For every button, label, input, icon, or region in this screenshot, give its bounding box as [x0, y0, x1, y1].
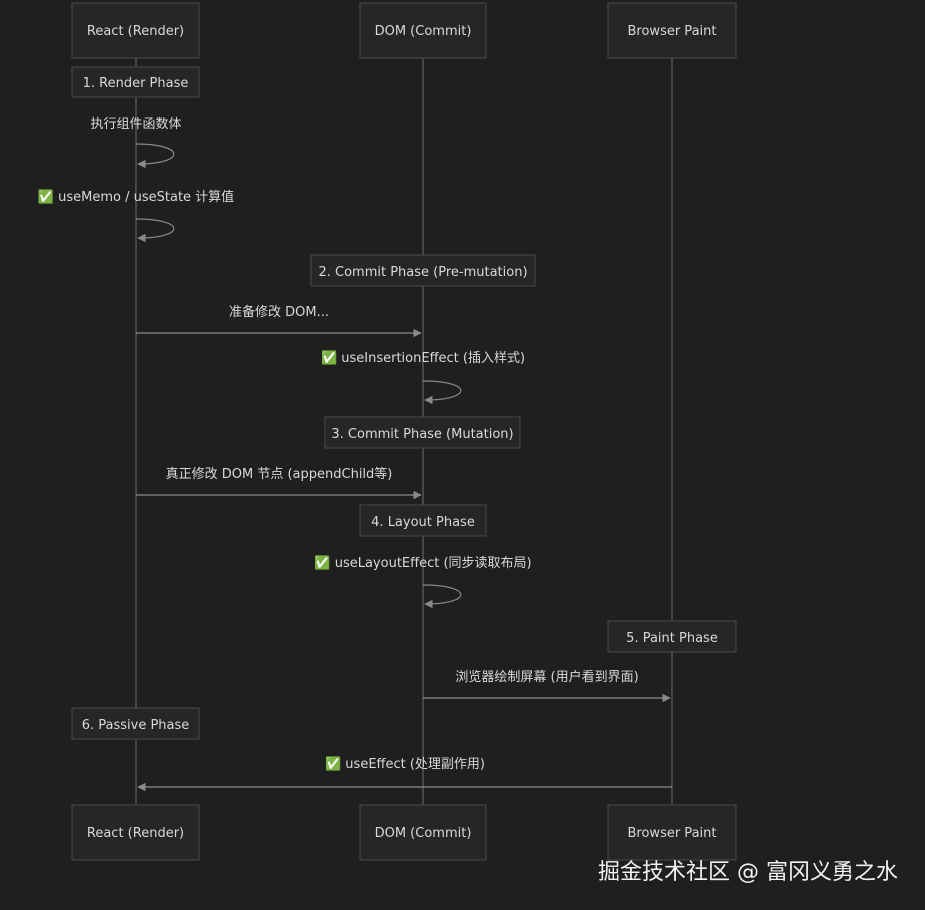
note-layout-phase: 4. Layout Phase [359, 504, 487, 537]
participant-label: Browser Paint [628, 24, 717, 39]
note-passive-phase: 6. Passive Phase [71, 707, 200, 740]
participant-label: React (Render) [87, 24, 184, 39]
participant-react-bottom: React (Render) [71, 804, 200, 861]
participant-label: DOM (Commit) [375, 826, 472, 841]
svg-text:1. Render Phase: 1. Render Phase [83, 76, 189, 91]
watermark: 掘金技术社区 @ 富冈义勇之水 [598, 860, 898, 885]
svg-text:5. Paint Phase: 5. Paint Phase [626, 631, 718, 646]
message-exec-component: 执行组件函数体 [90, 117, 181, 132]
message-prepare-dom: 准备修改 DOM... [229, 304, 329, 320]
note-render-phase: 1. Render Phase [71, 66, 200, 98]
self-arrow-use-memo [135, 218, 175, 243]
participant-label: React (Render) [87, 826, 184, 841]
participant-dom-bottom: DOM (Commit) [359, 804, 487, 861]
message-modify-dom: 真正修改 DOM 节点 (appendChild等) [166, 466, 393, 482]
svg-text:4. Layout Phase: 4. Layout Phase [371, 515, 475, 530]
self-arrow-insertion-effect [422, 380, 462, 405]
participant-react-top: React (Render) [71, 2, 200, 59]
note-commit-pre-mutation: 2. Commit Phase (Pre-mutation) [310, 254, 536, 287]
message-layout-effect: ✅ useLayoutEffect (同步读取布局) [314, 555, 531, 571]
svg-text:2. Commit Phase (Pre-mutation): 2. Commit Phase (Pre-mutation) [318, 265, 527, 280]
message-browser-paint: 浏览器绘制屏幕 (用户看到界面) [455, 669, 638, 685]
svg-text:6. Passive Phase: 6. Passive Phase [82, 718, 190, 733]
participant-label: DOM (Commit) [375, 24, 472, 39]
message-use-memo: ✅ useMemo / useState 计算值 [38, 189, 234, 205]
message-use-effect: ✅ useEffect (处理副作用) [325, 756, 485, 772]
self-arrow-exec-component [135, 143, 175, 169]
message-insertion-effect: ✅ useInsertionEffect (插入样式) [321, 350, 525, 366]
self-arrow-layout-effect [422, 584, 462, 609]
note-paint-phase: 5. Paint Phase [607, 620, 737, 653]
participant-dom-top: DOM (Commit) [359, 2, 487, 59]
participant-paint-bottom: Browser Paint [607, 804, 737, 861]
note-commit-mutation: 3. Commit Phase (Mutation) [324, 416, 521, 449]
svg-text:3. Commit Phase (Mutation): 3. Commit Phase (Mutation) [331, 427, 513, 442]
participant-label: Browser Paint [628, 826, 717, 841]
participant-paint-top: Browser Paint [607, 2, 737, 59]
